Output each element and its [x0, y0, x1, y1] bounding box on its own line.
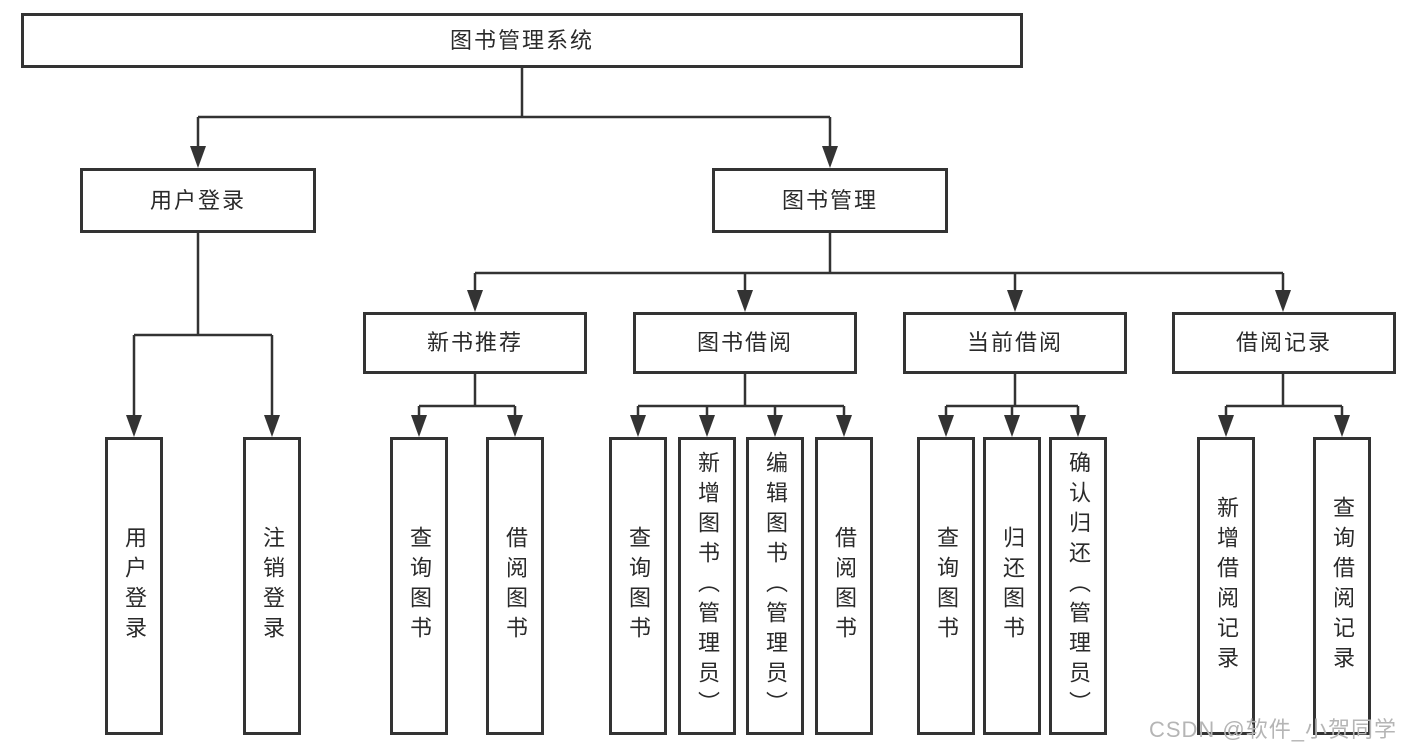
arrowhead: [1218, 415, 1234, 437]
node-user-login: 用户登录: [80, 168, 316, 233]
connector-recommend-to-leaves: [411, 374, 523, 437]
arrowhead: [411, 415, 427, 437]
arrowhead: [822, 146, 838, 168]
connector-current-to-leaves: [938, 374, 1086, 437]
leaf-query-borrow-record: 查询借阅记录: [1313, 437, 1371, 735]
leaf-logout: 注销登录: [243, 437, 301, 735]
arrowhead: [938, 415, 954, 437]
watermark: CSDN @软件_小贺同学: [1148, 717, 1397, 742]
connector-records-to-leaves: [1218, 374, 1350, 437]
arrowhead: [126, 415, 142, 437]
connector-book-management-to-level3: [467, 233, 1291, 312]
leaf-borrow-books: 借阅图书: [815, 437, 873, 735]
connector-borrow-to-leaves: [630, 374, 852, 437]
arrowhead: [1004, 415, 1020, 437]
arrowhead: [507, 415, 523, 437]
arrowhead: [836, 415, 852, 437]
arrowhead: [1070, 415, 1086, 437]
node-library-system: 图书管理系统: [21, 13, 1023, 68]
leaf-add-borrow-record: 新增借阅记录: [1197, 437, 1255, 735]
arrowhead: [737, 290, 753, 312]
node-book-management: 图书管理: [712, 168, 948, 233]
node-borrowing-records: 借阅记录: [1172, 312, 1396, 374]
connector-user-login-to-leaves: [126, 233, 280, 437]
arrowhead: [767, 415, 783, 437]
connector-root-to-level2: [190, 68, 838, 168]
node-book-borrowing: 图书借阅: [633, 312, 857, 374]
leaf-user-login: 用户登录: [105, 437, 163, 735]
arrowhead: [1275, 290, 1291, 312]
arrowhead: [264, 415, 280, 437]
arrowhead: [1334, 415, 1350, 437]
arrowhead: [1007, 290, 1023, 312]
leaf-return-books: 归还图书: [983, 437, 1041, 735]
leaf-query-books-current: 查询图书: [917, 437, 975, 735]
arrowhead: [699, 415, 715, 437]
arrowhead: [630, 415, 646, 437]
leaf-borrow-books-recommend: 借阅图书: [486, 437, 544, 735]
leaf-query-books-borrow: 查询图书: [609, 437, 667, 735]
leaf-add-book-admin: 新增图书（管理员）: [678, 437, 736, 735]
leaf-query-books-recommend: 查询图书: [390, 437, 448, 735]
node-current-borrowing: 当前借阅: [903, 312, 1127, 374]
arrowhead: [190, 146, 206, 168]
arrowhead: [467, 290, 483, 312]
leaf-confirm-return-admin: 确认归还（管理员）: [1049, 437, 1107, 735]
node-new-book-recommend: 新书推荐: [363, 312, 587, 374]
leaf-edit-book-admin: 编辑图书（管理员）: [746, 437, 804, 735]
